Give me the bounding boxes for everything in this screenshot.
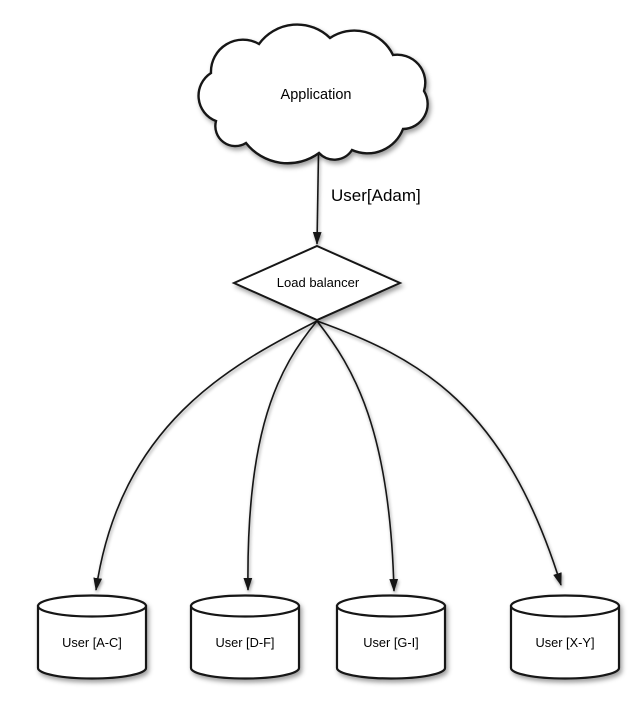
cloud-shape <box>197 23 429 165</box>
edge-app-to-lb: User[Adam] <box>312 152 421 245</box>
shard-node-4: User [X-Y] <box>509 594 621 680</box>
cylinder-top <box>509 594 621 618</box>
load-balancer-node: Load balancer <box>231 244 403 322</box>
load-balancer-label: Load balancer <box>277 275 360 290</box>
edge-app-to-lb-line <box>312 152 322 245</box>
diamond-shape <box>231 244 403 322</box>
curved-arrow-shard-3 <box>316 320 399 592</box>
application-cloud-node: Application <box>197 23 429 165</box>
cylinder-top <box>36 594 148 618</box>
application-label: Application <box>281 87 352 103</box>
shard-node-3: User [G-I] <box>335 594 447 680</box>
cylinder-body <box>335 604 447 680</box>
cylinder-body <box>189 604 301 680</box>
shard-label-1: User [A-C] <box>62 635 122 650</box>
edge-app-to-lb-label: User[Adam] <box>331 186 421 205</box>
cylinder-top <box>189 594 301 618</box>
shard-node-1: User [A-C] <box>36 594 148 680</box>
curved-arrow-shard-1 <box>93 320 318 591</box>
shard-label-3: User [G-I] <box>363 635 418 650</box>
cylinder-top <box>335 594 447 618</box>
curved-arrow-shard-2 <box>243 320 318 591</box>
shard-label-2: User [D-F] <box>215 635 274 650</box>
curved-arrow-shard-4 <box>316 320 562 586</box>
edges-lb-to-shards <box>93 320 562 592</box>
shard-label-4: User [X-Y] <box>535 635 594 650</box>
shard-node-2: User [D-F] <box>189 594 301 680</box>
cylinder-body <box>36 604 148 680</box>
cylinder-body <box>509 604 621 680</box>
